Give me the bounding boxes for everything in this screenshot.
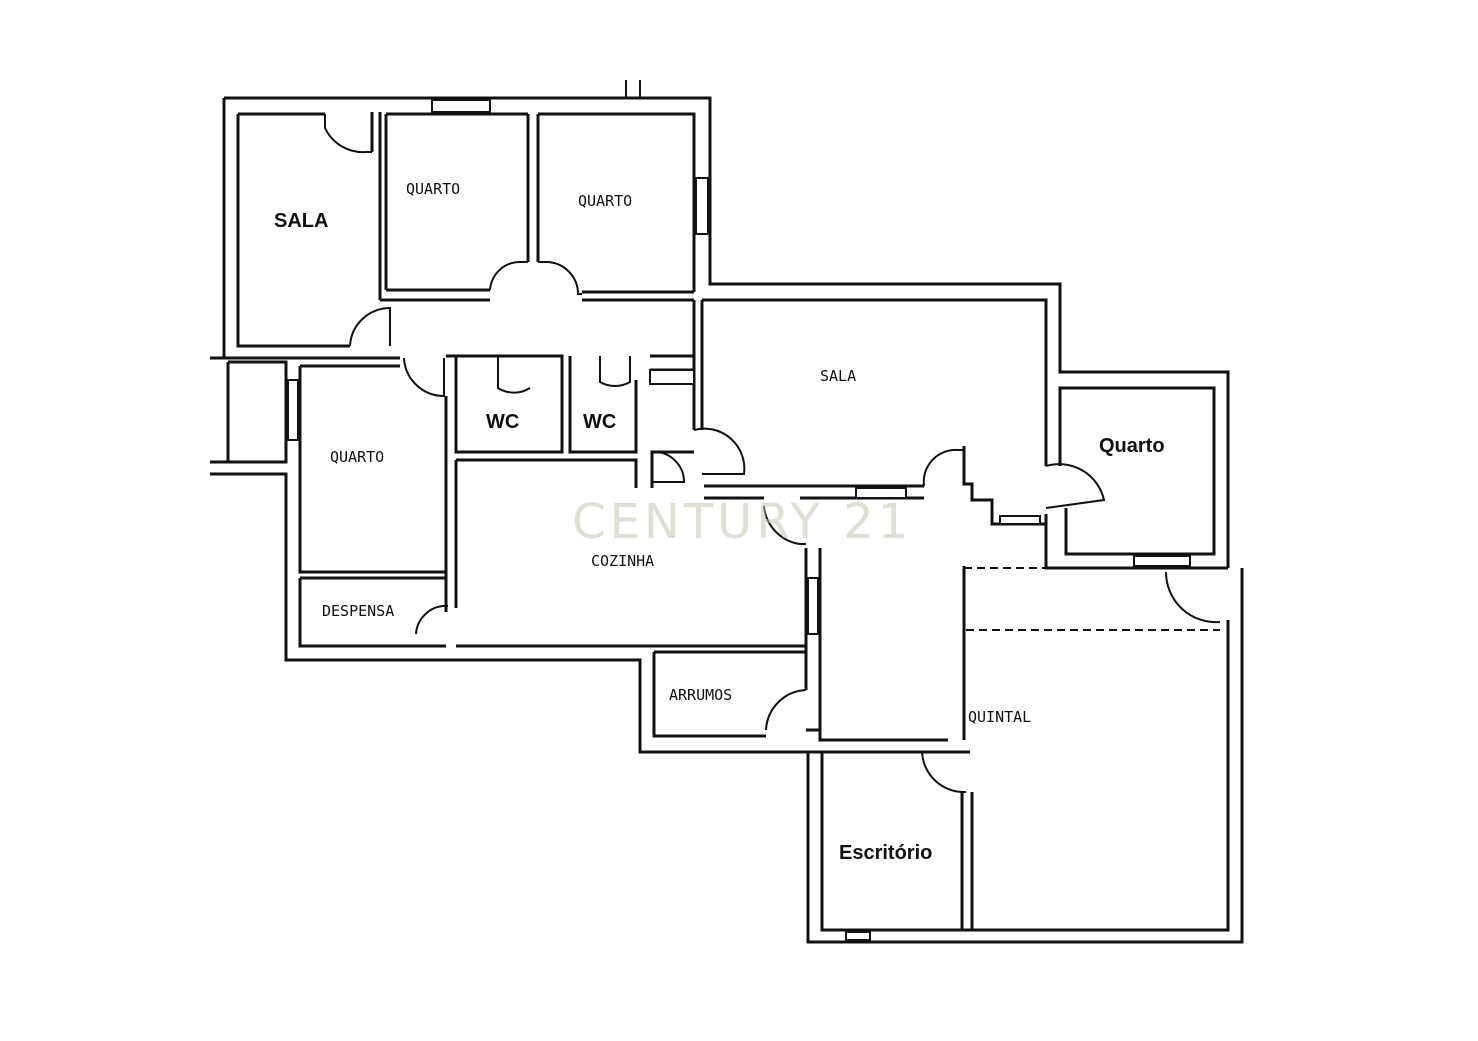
room-label-sala-center: SALA: [820, 367, 856, 385]
quintal-boundary: [963, 567, 1220, 740]
room-label-wc-2: WC: [583, 411, 616, 433]
windows: [287, 80, 1191, 941]
doors: [324, 114, 1221, 794]
room-label-quarto-top-1: QUARTO: [406, 180, 460, 198]
room-label-quarto-right: Quarto: [1099, 435, 1165, 457]
watermark-logo: CENTURY 21: [572, 494, 912, 550]
room-label-quarto-top-2: QUARTO: [578, 192, 632, 210]
room-label-wc-1: WC: [486, 411, 519, 433]
room-label-cozinha: COZINHA: [591, 552, 654, 570]
walls: [210, 96, 1244, 944]
room-label-sala-left: SALA: [274, 210, 328, 232]
room-label-escritorio: Escritório: [839, 842, 932, 864]
room-label-arrumos: ARRUMOS: [669, 686, 732, 704]
room-label-quarto-left: QUARTO: [330, 448, 384, 466]
room-label-quintal: QUINTAL: [968, 708, 1031, 726]
room-label-despensa: DESPENSA: [322, 602, 394, 620]
room-labels: SALA QUARTO QUARTO SALA Quarto WC WC QUA…: [274, 180, 1165, 864]
